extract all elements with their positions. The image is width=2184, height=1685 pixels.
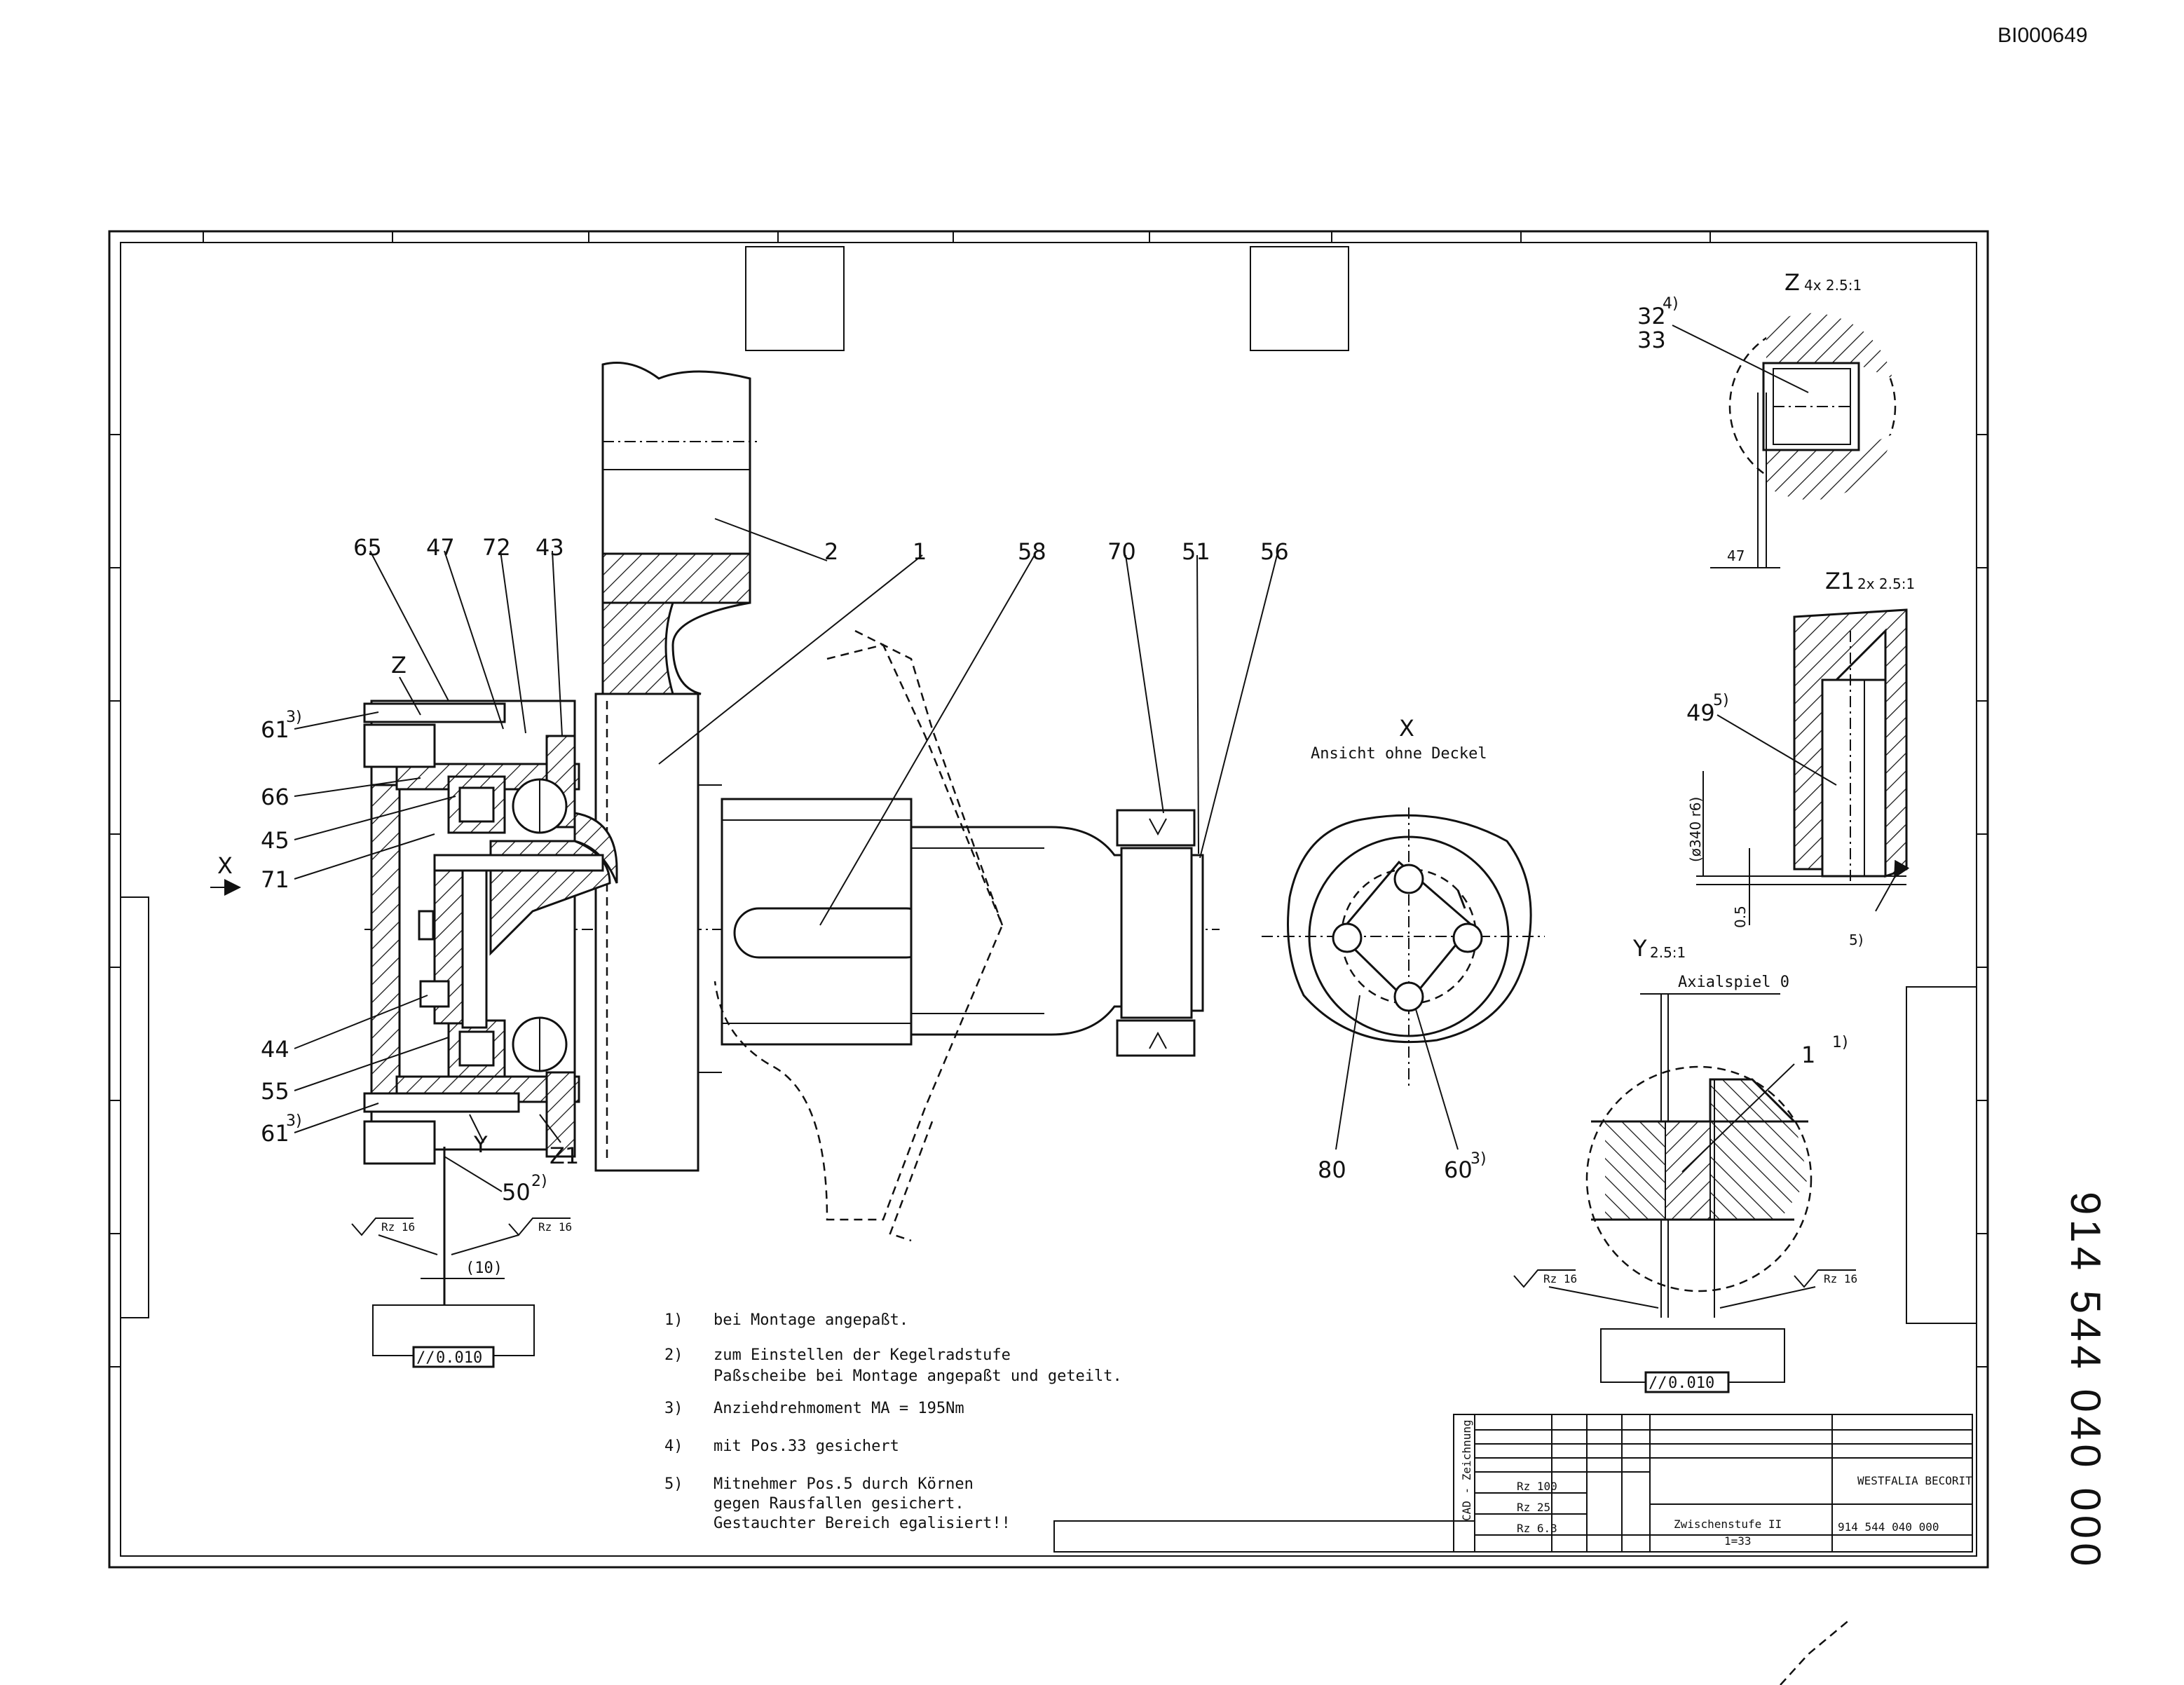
sup-61-top: 3) (286, 709, 302, 726)
label-33: 33 (1637, 327, 1666, 353)
label-Z: Z (391, 652, 407, 678)
sup-47-detail: 1) (1832, 1034, 1848, 1051)
document-id: BI000649 (1998, 24, 2088, 47)
detail-y-note: Axialspiel 0 (1678, 974, 1789, 991)
svg-text://: // (416, 1349, 435, 1367)
label-56: 56 (1260, 538, 1289, 565)
label-Z1: Z1 (550, 1142, 579, 1169)
label-61-bottom: 61 (261, 1120, 289, 1147)
label-60: 60 (1444, 1157, 1473, 1183)
note-3-line-1: Anziehdrehmoment MA = 195Nm (714, 1400, 964, 1417)
svg-text:2): 2) (664, 1346, 683, 1364)
sup-61-bottom: 3) (286, 1112, 302, 1130)
note-5-line-3: Gestauchter Bereich egalisiert!! (714, 1515, 1011, 1532)
detail-z-title: Z (1784, 269, 1800, 296)
label-50: 50 (502, 1179, 531, 1206)
notes: 1) bei Montage angepaßt. 2) zum Einstell… (664, 1311, 1122, 1532)
label-49: 49 (1686, 700, 1715, 726)
label-61-top: 61 (261, 716, 289, 743)
svg-text://: // (1649, 1374, 1667, 1392)
svg-text:Rz 16: Rz 16 (381, 1220, 415, 1234)
note-5-line-2: gegen Rausfallen gesichert. (714, 1495, 964, 1513)
label-70: 70 (1107, 538, 1136, 565)
detail-y-title: Y (1632, 935, 1647, 962)
label-43: 43 (535, 534, 564, 561)
label-66: 66 (261, 784, 289, 810)
note-5-line-1: Mitnehmer Pos.5 durch Körnen (714, 1475, 974, 1493)
svg-text:Rz 25: Rz 25 (1517, 1501, 1550, 1514)
tol-right: 0.010 (1668, 1374, 1714, 1392)
svg-text:Rz 16: Rz 16 (1543, 1272, 1577, 1285)
dim-ten: (10) (465, 1260, 503, 1277)
svg-text:5): 5) (664, 1475, 683, 1493)
label-71: 71 (261, 866, 289, 893)
sup-60: 3) (1470, 1150, 1487, 1168)
main-assembly (210, 362, 1278, 1305)
drawing-title: Zwischenstufe II (1674, 1517, 1782, 1531)
label-72: 72 (482, 534, 511, 561)
svg-text:Rz 16: Rz 16 (538, 1220, 572, 1234)
company-name: WESTFALIA BECORIT (1857, 1474, 1972, 1487)
label-58: 58 (1018, 538, 1046, 565)
detail-z1-title: Z1 (1825, 568, 1855, 594)
svg-text:3): 3) (664, 1400, 683, 1417)
svg-text:Rz 6.3: Rz 6.3 (1517, 1522, 1557, 1535)
tolerance-left: Rz 16 Rz 16 (10) // 0.010 (351, 1217, 572, 1368)
label-44: 44 (261, 1036, 289, 1063)
svg-text:Rz 100: Rz 100 (1517, 1480, 1557, 1493)
detail-z: Z 4x 2.5:1 32 4) 33 47 (1637, 269, 1897, 568)
view-x: X Ansicht ohne Deckel 80 60 3) (1262, 715, 1545, 1183)
label-1: 1 (913, 538, 927, 565)
drawing-number-side: 914 544 040 000 (2062, 1192, 2109, 1571)
svg-text:1): 1) (664, 1311, 683, 1329)
label-1-detail: 47 (1727, 547, 1745, 564)
label-65: 65 (353, 534, 382, 561)
label-55: 55 (261, 1078, 289, 1105)
label-2: 2 (824, 538, 838, 565)
label-80: 80 (1318, 1157, 1346, 1183)
detail-y: Y 2.5:1 Axialspiel 0 1 1) Rz 16 Rz 16 //… (1513, 935, 1857, 1393)
detail-y-scale: 2.5:1 (1650, 944, 1686, 961)
drawing-number: 914 544 040 000 (1838, 1520, 1939, 1534)
label-45: 45 (261, 827, 289, 854)
label-5: 5) (1849, 932, 1864, 948)
svg-text:Rz 16: Rz 16 (1824, 1272, 1857, 1285)
part-labels: 65 47 72 43 2 1 58 70 51 56 Z 61 3) 66 4… (217, 534, 1289, 1206)
tol-left: 0.010 (436, 1349, 482, 1367)
label-47-detail: 1 (1801, 1042, 1815, 1068)
note-2-line-2: Paßscheibe bei Montage angepaßt und gete… (714, 1367, 1122, 1385)
cad-label: CAD - Zeichnung (1460, 1420, 1473, 1522)
dim-dia: (ø340 r6) (1687, 797, 1704, 862)
title-block: CAD - Zeichnung Rz 100 Rz 25 Rz 6.3 WEST… (1053, 1414, 1973, 1553)
label-X-arrow: X (217, 852, 233, 879)
sup-50: 2) (531, 1173, 547, 1190)
detail-z-scale: 4x 2.5:1 (1804, 277, 1862, 294)
detail-z1-scale: 2x 2.5:1 (1857, 575, 1915, 592)
drawing-subtitle: 1=33 (1724, 1534, 1752, 1548)
note-1-line-1: bei Montage angepaßt. (714, 1311, 908, 1329)
view-x-caption: Ansicht ohne Deckel (1311, 745, 1487, 763)
label-51: 51 (1182, 538, 1210, 565)
svg-text:4): 4) (664, 1438, 683, 1455)
label-Y: Y (473, 1131, 488, 1158)
view-x-title: X (1399, 715, 1414, 742)
label-47: 47 (426, 534, 455, 561)
sup-49: 5) (1713, 692, 1729, 709)
label-32: 32 (1637, 303, 1666, 329)
note-4-line-1: mit Pos.33 gesichert (714, 1438, 899, 1455)
dim-gap: 0.5 (1732, 906, 1749, 928)
detail-z1: Z1 2x 2.5:1 49 5) (ø340 r6) 0.5 5) (1686, 568, 1915, 948)
note-2-line-1: zum Einstellen der Kegelradstufe (714, 1346, 1011, 1364)
sup-32: 4) (1663, 295, 1679, 313)
drawing-frame (108, 230, 1989, 1569)
